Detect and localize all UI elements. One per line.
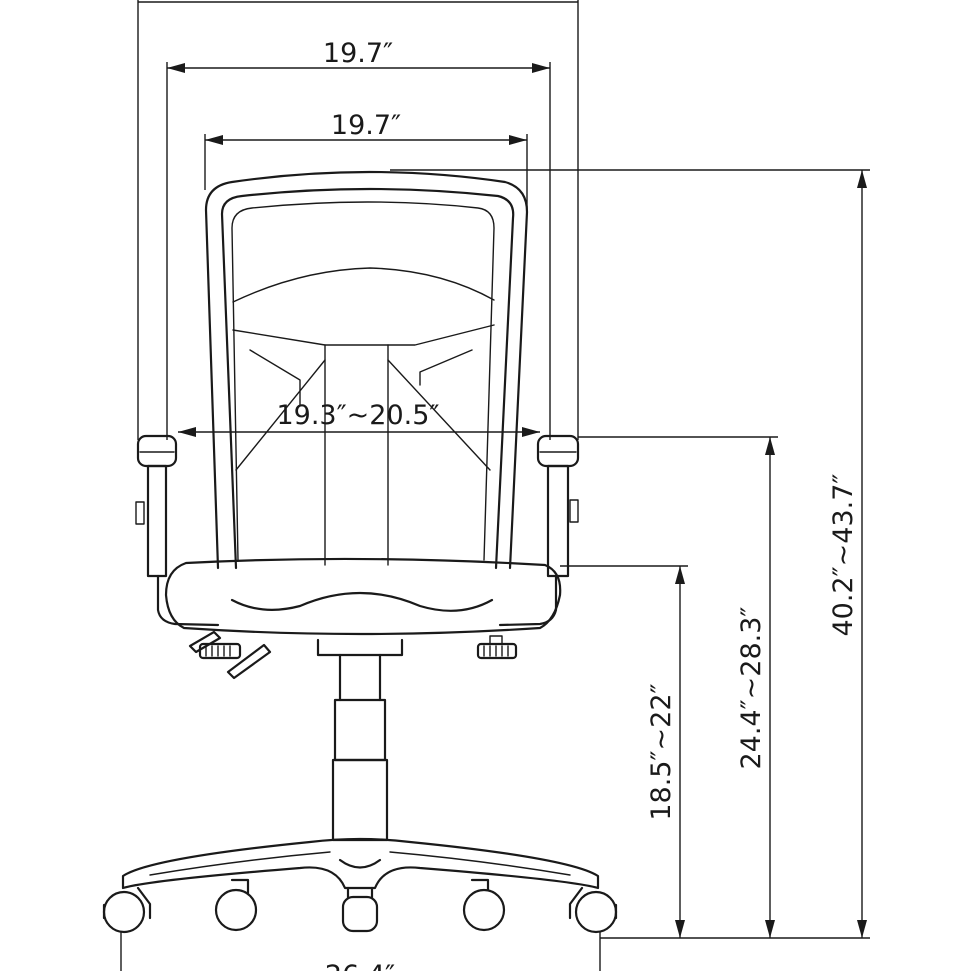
tension-knob bbox=[476, 635, 518, 660]
chair-drawing bbox=[102, 170, 618, 934]
backrest-mesh-panel bbox=[231, 201, 495, 561]
overall-width-label: 19.7″ bbox=[323, 38, 393, 69]
caster-center bbox=[341, 886, 379, 933]
top-width-dimension bbox=[137, 0, 579, 440]
back-width-dimension bbox=[204, 134, 528, 210]
arm-height-label: 24.4″~28.3″ bbox=[736, 606, 767, 769]
tilt-lever bbox=[188, 630, 272, 680]
caster-right-inner bbox=[462, 878, 506, 932]
base-width-dimension bbox=[120, 930, 601, 971]
total-height-dimension bbox=[390, 169, 870, 938]
gas-cylinder bbox=[331, 653, 389, 842]
arm-width-dimension bbox=[178, 427, 540, 437]
seat-height-dimension bbox=[560, 565, 688, 938]
seat-contour bbox=[230, 591, 494, 612]
back-support-structure bbox=[232, 267, 495, 566]
arm-width-label: 19.3″~20.5″ bbox=[276, 400, 439, 431]
caster-left-outer bbox=[102, 886, 152, 934]
seat-mechanism bbox=[316, 638, 404, 657]
caster-wheels bbox=[102, 878, 618, 934]
backrest-outer-frame bbox=[204, 170, 529, 570]
star-base bbox=[121, 837, 600, 890]
dimension-labels: 19.7″ 19.7″ 19.3″~20.5″ 40.2″~43.7″ 24.4… bbox=[276, 38, 859, 971]
backrest-inner-frame bbox=[220, 187, 515, 570]
overall-width-dimension bbox=[166, 62, 551, 440]
base-width-label: 26.4″ bbox=[325, 960, 395, 971]
seat-height-label: 18.5″~22″ bbox=[646, 683, 677, 820]
arm-height-dimension bbox=[578, 436, 778, 938]
left-armrest bbox=[135, 434, 220, 627]
seat-cushion bbox=[164, 557, 562, 636]
caster-left-inner bbox=[214, 878, 258, 932]
caster-right-outer bbox=[568, 886, 618, 934]
dimension-lines bbox=[120, 0, 870, 971]
back-width-label: 19.7″ bbox=[331, 110, 401, 141]
total-height-label: 40.2″~43.7″ bbox=[828, 473, 859, 636]
